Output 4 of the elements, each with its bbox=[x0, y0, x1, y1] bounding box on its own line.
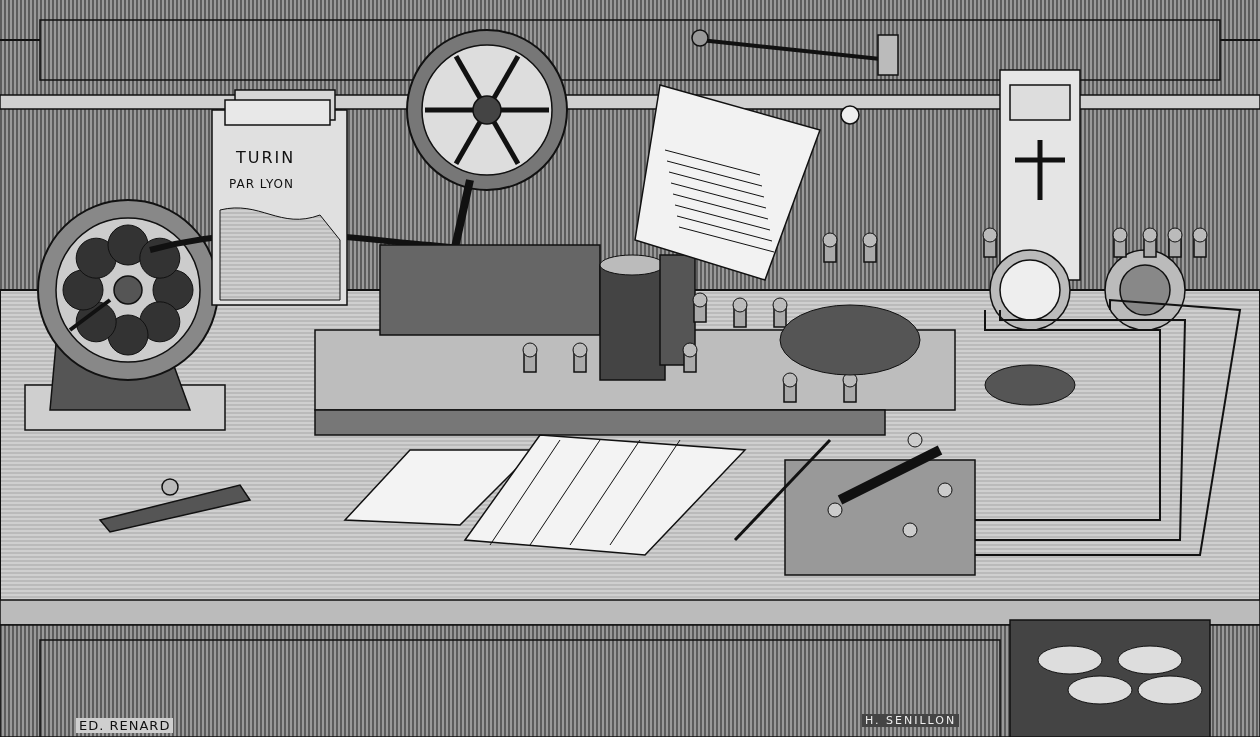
engraver-signature: ED. RENARD bbox=[76, 718, 174, 733]
box-lettering: TURIN bbox=[236, 150, 296, 166]
engraver-signature: H. SENILLON bbox=[862, 714, 960, 727]
box-lettering: PAR LYON bbox=[229, 178, 295, 190]
